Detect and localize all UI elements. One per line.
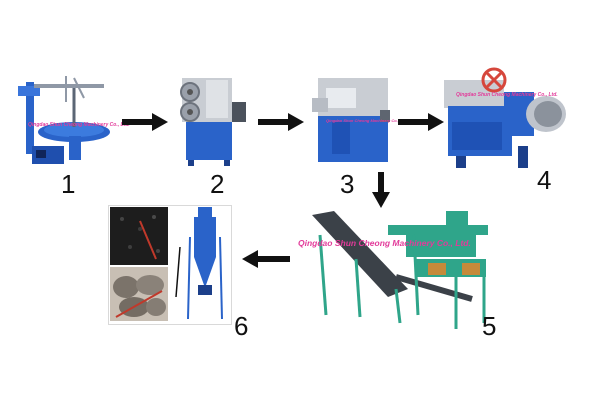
step-number-3: 3 bbox=[340, 169, 355, 199]
machine-4-powder-mill bbox=[444, 67, 566, 168]
machine-2-strip-cutter bbox=[180, 78, 246, 166]
machine-3-block-cutter bbox=[312, 78, 390, 162]
watermark-text: Qingdao Shun Cheong Machinery Co., Ltd. bbox=[326, 118, 408, 123]
machine-5-conveyor-separator bbox=[312, 211, 488, 329]
left-arrow-icon bbox=[242, 250, 290, 268]
product-photos bbox=[110, 207, 228, 321]
right-arrow-icon bbox=[398, 113, 444, 131]
watermark-text: Qingdao Shun Cheong Machinery Co., Ltd. bbox=[28, 122, 130, 128]
step-number-5: 5 bbox=[482, 311, 497, 341]
down-arrow-icon bbox=[372, 172, 390, 208]
right-arrow-icon bbox=[122, 113, 168, 131]
step-number-6: 6 bbox=[234, 311, 249, 341]
watermark-text: Qingdao Shun Cheong Machinery Co., Ltd. bbox=[298, 238, 471, 248]
step-number-1: 1 bbox=[61, 169, 76, 199]
right-arrow-icon bbox=[258, 113, 304, 131]
machine-1-ring-cutter bbox=[18, 76, 110, 164]
step-number-4: 4 bbox=[537, 165, 552, 195]
step-number-2: 2 bbox=[210, 169, 225, 199]
watermark-text: Qingdao Shun Cheong Machinery Co., Ltd. bbox=[456, 92, 558, 98]
